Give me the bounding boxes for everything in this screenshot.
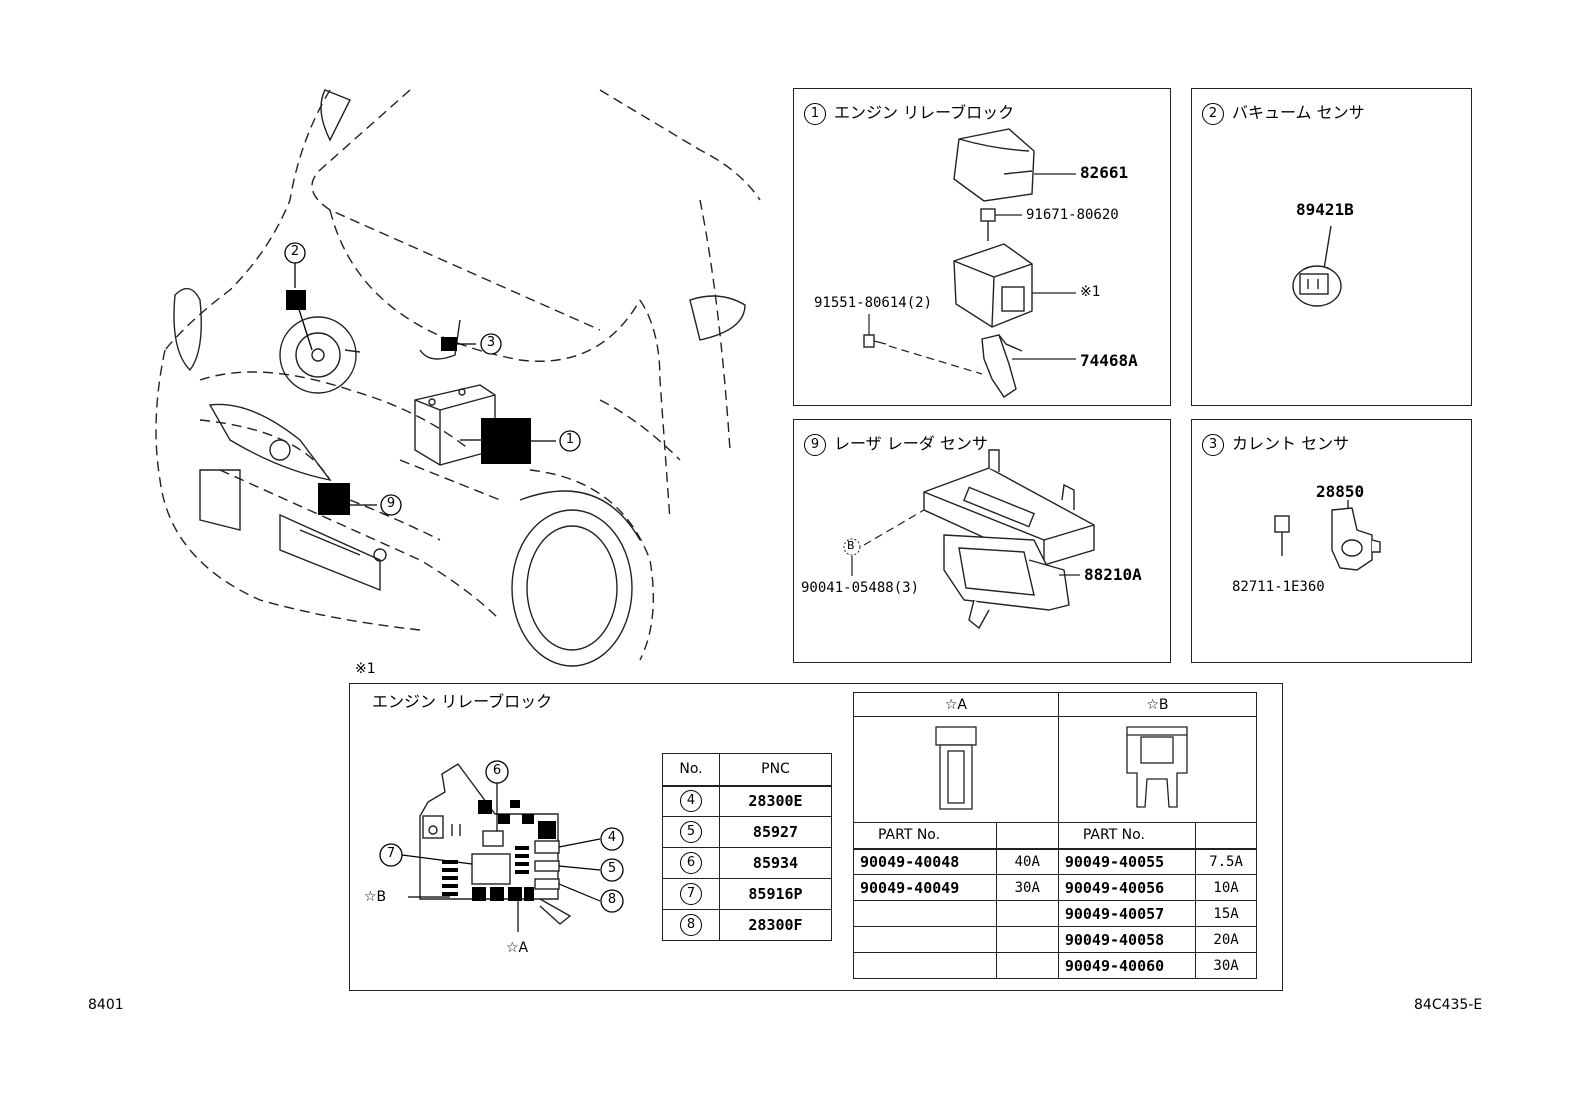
part-number-bracket: 74468A: [1080, 351, 1138, 370]
panel-number: 1: [804, 102, 826, 125]
fuse-a-amp: 40A: [995, 848, 1059, 875]
fuse-a-amp: 30A: [995, 874, 1059, 901]
part-number-vacuum-sensor: 89421B: [1296, 200, 1354, 219]
pnc-table: No. PNC 4 28300E 5 85927 6 85934 7 85916…: [662, 753, 832, 941]
panel-title: 3 カレント センサ: [1202, 430, 1349, 456]
pnc-no-cell: 8: [662, 909, 720, 941]
star-a-label: ☆A: [506, 940, 529, 956]
pnc-no: 6: [680, 852, 702, 874]
fuse-b-illustration: [1126, 725, 1189, 808]
pnc-no-cell: 7: [662, 878, 720, 910]
pnc-no-cell: 5: [662, 816, 720, 848]
fuse-a-empty: [853, 900, 997, 927]
fuse-a-part: 90049-40048: [853, 848, 997, 875]
footer-left-code: 8401: [88, 997, 124, 1013]
pnc-header-pnc: PNC: [719, 753, 832, 786]
part-number-screw: 91551-80614(2): [814, 295, 933, 311]
panel-current-sensor: 3 カレント センサ 28850 82711-1E360: [1191, 419, 1472, 663]
fuse-header-b: ☆B: [1057, 692, 1258, 717]
panel-title-text: レーザ レーダ センサ: [834, 434, 988, 453]
fuse-table: ☆A ☆B: [853, 692, 1258, 979]
fuse-a-part-header: PART No.: [853, 822, 997, 849]
fuse-a-empty: [853, 952, 997, 979]
fuse-a-empty: [995, 952, 1059, 979]
pnc-value: 28300E: [719, 785, 832, 817]
fuse-a-empty: [995, 900, 1059, 927]
panel-title: 2 バキューム センサ: [1202, 99, 1365, 125]
callout-5: 5: [607, 861, 617, 876]
callout-4: 4: [607, 830, 617, 845]
pnc-no: 8: [680, 914, 702, 936]
relay-block-note: ※1: [1080, 284, 1101, 300]
panel-title: 9 レーザ レーダ センサ: [804, 430, 988, 456]
panel-number: 2: [1202, 102, 1224, 125]
laser-radar-drawing: [843, 449, 1095, 630]
part-number-bolt: 91671-80620: [1026, 207, 1119, 223]
part-number-clip: 82711-1E360: [1232, 579, 1325, 595]
current-sensor-drawing: [1274, 500, 1381, 571]
fuse-b-part: 90049-40056: [1057, 874, 1197, 901]
panel-title-text: カレント センサ: [1232, 434, 1350, 453]
fuse-b-amp-header: [1195, 822, 1257, 849]
panel-number: 3: [1202, 433, 1224, 456]
fuse-a-empty: [853, 926, 997, 953]
panel-engine-relay-block: 1 エンジン リレーブロック: [793, 88, 1171, 406]
pnc-header-no: No.: [662, 753, 720, 786]
fuse-header-a: ☆A: [853, 692, 1059, 717]
fuse-b-amp: 7.5A: [1195, 848, 1257, 875]
fuse-b-part: 90049-40057: [1057, 900, 1197, 927]
pnc-value: 85927: [719, 816, 832, 848]
callout-2: 2: [290, 244, 300, 259]
part-number-current-sensor: 28850: [1316, 482, 1365, 501]
fuse-a-image-cell: [853, 716, 1059, 823]
vacuum-sensor-drawing: [1292, 225, 1342, 307]
pnc-no: 7: [680, 883, 702, 905]
fuse-b-part-header: PART No.: [1057, 822, 1197, 849]
callout-3: 3: [486, 335, 496, 350]
fuse-b-part: 90049-40058: [1057, 926, 1197, 953]
detail-note: ※1: [355, 661, 376, 677]
relay-block-layout-drawing: [379, 760, 624, 932]
fuse-b-part: 90049-40060: [1057, 952, 1197, 979]
reference-b: B: [847, 539, 855, 552]
callout-6: 6: [492, 763, 502, 778]
panel-title: 1 エンジン リレーブロック: [804, 99, 1014, 125]
pnc-value: 85934: [719, 847, 832, 879]
fuse-a-empty: [995, 926, 1059, 953]
callout-8: 8: [607, 892, 617, 907]
star-b-label: ☆B: [364, 889, 387, 905]
part-number-screw: 90041-05488(3): [801, 580, 920, 596]
fuse-b-amp: 15A: [1195, 900, 1257, 927]
pnc-no-cell: 6: [662, 847, 720, 879]
relay-block-parts-drawing: [863, 128, 1076, 398]
footer-illustration-code: 84C435-E: [1414, 997, 1483, 1013]
pnc-no: 4: [680, 790, 702, 813]
pnc-value: 28300F: [719, 909, 832, 941]
part-number-laser-radar: 88210A: [1084, 565, 1142, 584]
fuse-b-amp: 10A: [1195, 874, 1257, 901]
detail-title: エンジン リレーブロック: [372, 692, 553, 711]
fuse-b-amp: 20A: [1195, 926, 1257, 953]
callout-9: 9: [386, 496, 396, 511]
vehicle-overview: 2 3 1 9: [0, 0, 780, 680]
panel-title-text: バキューム センサ: [1232, 103, 1365, 122]
fuse-a-part: 90049-40049: [853, 874, 997, 901]
callout-1: 1: [565, 432, 575, 447]
fuse-a-illustration: [935, 725, 977, 810]
panel-laser-radar-sensor: 9 レーザ レーダ センサ B 90041-05488(3) 88210A: [793, 419, 1171, 663]
vehicle-line-drawing: [155, 89, 761, 667]
panel-number: 9: [804, 433, 826, 456]
callout-7: 7: [386, 846, 396, 861]
panel-title-text: エンジン リレーブロック: [834, 103, 1015, 122]
pnc-value: 85916P: [719, 878, 832, 910]
panel-vacuum-sensor: 2 バキューム センサ 89421B: [1191, 88, 1472, 406]
part-number-cover: 82661: [1080, 163, 1129, 182]
pnc-no: 5: [680, 821, 702, 843]
pnc-no-cell: 4: [662, 785, 720, 817]
panel-relay-block-detail: エンジン リレーブロック: [349, 683, 1283, 991]
fuse-a-amp-header: [995, 822, 1059, 849]
fuse-b-amp: 30A: [1195, 952, 1257, 979]
fuse-b-image-cell: [1057, 716, 1258, 823]
fuse-b-part: 90049-40055: [1057, 848, 1197, 875]
